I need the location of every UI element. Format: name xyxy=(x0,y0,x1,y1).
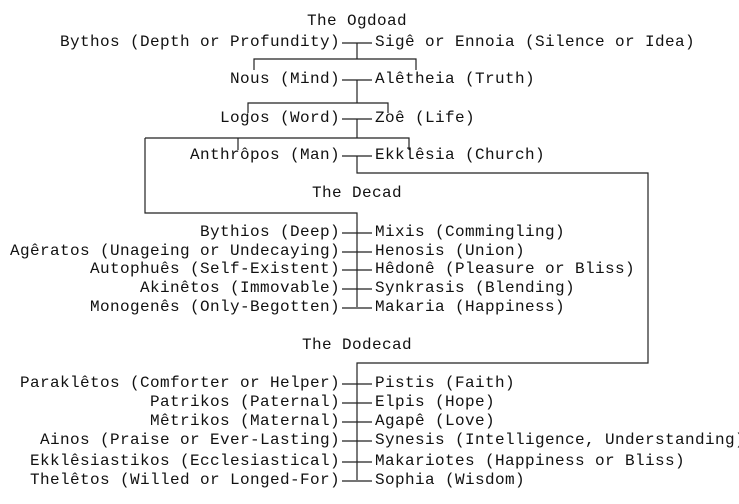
decad-left-name: Autophuês (Self-Existent) xyxy=(89,260,340,278)
ogdoad-left-name: Anthrôpos (Man) xyxy=(189,146,340,164)
ogdoad-title: The Ogdoad xyxy=(306,12,407,30)
connector-logos-to-decad xyxy=(144,138,358,307)
connector-logos-to-anthropos xyxy=(145,119,410,150)
ogdoad-right-name: Alêtheia (Truth) xyxy=(375,70,536,88)
decad-left-name: Agêratos (Unageing or Undecaying) xyxy=(9,242,340,260)
dodecad-right-name: Agapê (Love) xyxy=(375,412,496,430)
decad-right-name: Makaria (Happiness) xyxy=(375,298,566,316)
dodecad-left-name: Patrikos (Paternal) xyxy=(149,393,340,411)
connector-anthropos-to-dodecad xyxy=(356,156,649,480)
dodecad-left-name: Mêtrikos (Maternal) xyxy=(149,412,340,430)
ogdoad-left-name: Logos (Word) xyxy=(219,109,340,127)
dodecad-left-name: Thelêtos (Willed or Longed-For) xyxy=(29,471,340,489)
decad-right-name: Henosis (Union) xyxy=(375,242,526,260)
decad-right-name: Mixis (Commingling) xyxy=(375,223,566,241)
decad-left-name: Monogenês (Only-Begotten) xyxy=(89,298,340,316)
ogdoad-left-name: Nous (Mind) xyxy=(229,70,340,88)
dodecad-right-name: Sophia (Wisdom) xyxy=(375,471,526,489)
ogdoad-right-name: Zoê (Life) xyxy=(375,109,476,127)
ogdoad-right-name: Ekklêsia (Church) xyxy=(375,146,546,164)
decad-right-name: Synkrasis (Blending) xyxy=(375,279,576,297)
dodecad-right-name: Pistis (Faith) xyxy=(375,374,516,392)
decad-right-name: Hêdonê (Pleasure or Bliss) xyxy=(375,260,636,278)
connector-bythos-to-nous xyxy=(253,43,417,70)
decad-title: The Decad xyxy=(311,184,402,202)
ogdoad-left-name: Bythos (Depth or Profundity) xyxy=(59,33,340,51)
dodecad-left-name: Ekklêsiastikos (Ecclesiastical) xyxy=(29,452,340,470)
dodecad-left-name: Paraklêtos (Comforter or Helper) xyxy=(19,374,340,392)
ogdoad-right-name: Sigê or Ennoia (Silence or Idea) xyxy=(375,33,696,51)
dodecad-right-name: Makariotes (Happiness or Bliss) xyxy=(375,452,686,470)
connector-nous-to-logos xyxy=(247,80,389,113)
dodecad-right-name: Synesis (Intelligence, Understanding) xyxy=(375,431,739,449)
dodecad-left-name: Ainos (Praise or Ever-Lasting) xyxy=(39,431,340,449)
dodecad-title: The Dodecad xyxy=(301,336,413,354)
decad-left-name: Akinêtos (Immovable) xyxy=(139,279,340,297)
dodecad-right-name: Elpis (Hope) xyxy=(375,393,496,411)
decad-left-name: Bythios (Deep) xyxy=(199,223,340,241)
